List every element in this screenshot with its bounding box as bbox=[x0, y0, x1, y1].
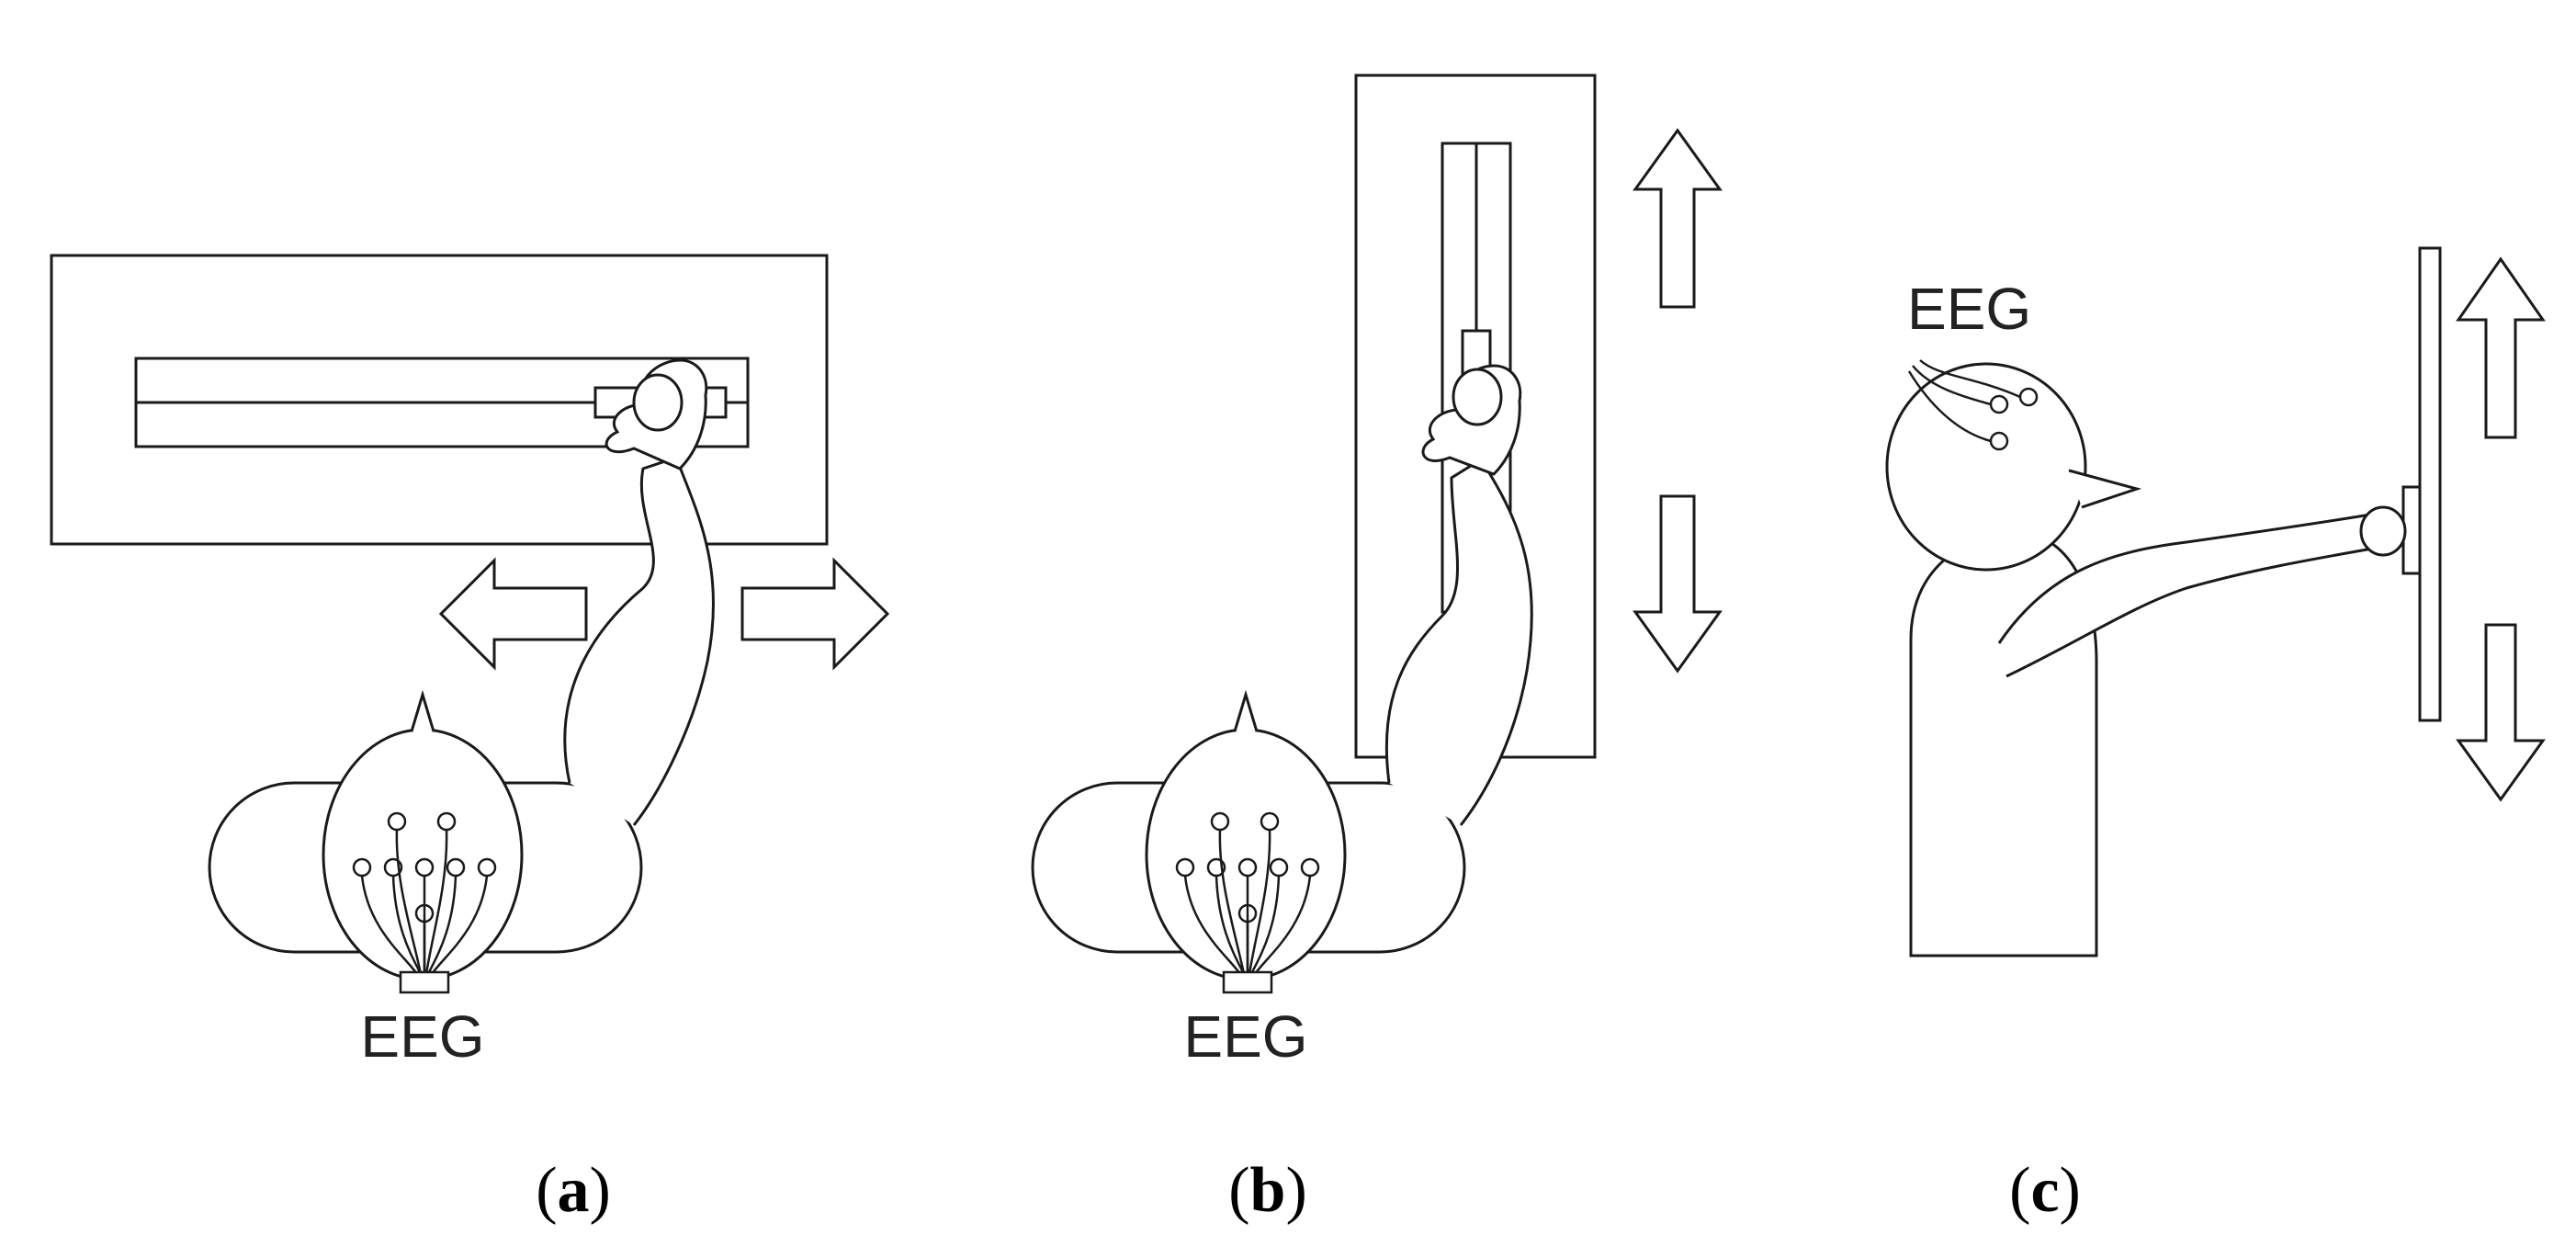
right-arrow-icon bbox=[740, 557, 890, 671]
left-arrow-icon bbox=[438, 557, 588, 671]
caption-c: (c) bbox=[2009, 1155, 2081, 1226]
panel-c-fist bbox=[2359, 505, 2407, 557]
eeg-electrode-icon bbox=[1907, 359, 2039, 451]
caption-a: (a) bbox=[536, 1155, 611, 1226]
panel-b-head bbox=[1145, 728, 1347, 981]
panel-c-board bbox=[2418, 246, 2442, 722]
up-arrow-icon bbox=[2456, 256, 2546, 439]
up-arrow-icon bbox=[1633, 128, 1723, 309]
panel-b-eeg-label: EEG bbox=[1183, 1003, 1307, 1070]
panel-c bbox=[1885, 246, 2546, 957]
panel-a-head bbox=[322, 728, 524, 981]
panel-b bbox=[1031, 74, 1723, 994]
caption-b: (b) bbox=[1228, 1155, 1307, 1226]
panel-a bbox=[50, 254, 890, 994]
eeg-electrode-icon bbox=[1175, 811, 1320, 994]
down-arrow-icon bbox=[2456, 623, 2546, 802]
panel-a-eeg-label: EEG bbox=[360, 1003, 484, 1070]
panel-c-eeg-label: EEG bbox=[1907, 276, 2031, 342]
eeg-electrode-icon bbox=[352, 811, 497, 994]
down-arrow-icon bbox=[1633, 494, 1723, 674]
panel-c-head bbox=[1885, 362, 2087, 572]
